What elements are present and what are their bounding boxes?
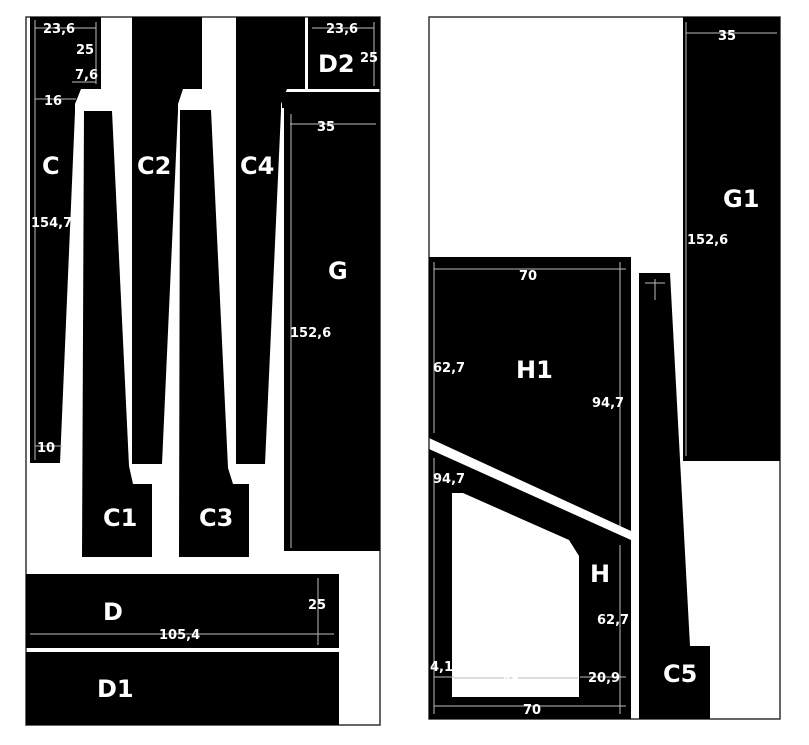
piece-c2[interactable] — [132, 17, 202, 464]
sheet-left: C C1 C2 C3 C4 D2 G D D1 23,6 25 7,6 16 1… — [25, 16, 381, 726]
piece-h-cutout — [452, 493, 579, 697]
piece-d2-base — [282, 92, 380, 108]
piece-c3[interactable] — [179, 110, 249, 557]
piece-c-label: C — [42, 152, 60, 180]
piece-g-label: G — [328, 257, 348, 285]
dim-c-notch: 7,6 — [75, 68, 98, 83]
dim-h-right-height: 62,7 — [597, 613, 629, 628]
dim-h1-right-height: 94,7 — [592, 396, 624, 411]
dimension-lines-right — [433, 22, 777, 714]
piece-g1-label: G1 — [723, 185, 759, 213]
dim-c-top-height: 25 — [76, 43, 94, 58]
piece-c[interactable] — [30, 17, 101, 463]
piece-d1[interactable] — [26, 652, 339, 725]
piece-d2[interactable] — [308, 17, 380, 89]
dim-h-width: 70 — [523, 703, 541, 718]
dim-g-height: 152,6 — [290, 326, 331, 341]
piece-c1-label: C1 — [103, 504, 137, 532]
dim-c-height: 154,7 — [31, 216, 72, 231]
dim-h-left-margin: 4,1 — [430, 660, 453, 675]
dim-h-left-height: 94,7 — [433, 472, 465, 487]
piece-g[interactable] — [284, 108, 380, 551]
dim-d2-height: 25 — [360, 51, 378, 66]
piece-d1-label: D1 — [97, 675, 134, 703]
dim-d-length: 105,4 — [159, 628, 200, 643]
dim-h-inner-width: 45 — [502, 673, 520, 688]
piece-c5-label: C5 — [663, 660, 697, 688]
dim-c-top-width: 23,6 — [43, 22, 75, 37]
dim-h1-width: 70 — [519, 269, 537, 284]
piece-d-label: D — [103, 598, 123, 626]
sheet-right: G1 H1 H C5 35 152,6 70 62,7 94,7 94,7 62… — [428, 16, 781, 720]
dim-g1-width: 35 — [718, 29, 736, 44]
dim-g1-height: 152,6 — [687, 233, 728, 248]
piece-h1-label: H1 — [516, 356, 553, 384]
dim-h-right-margin: 20,9 — [588, 671, 620, 686]
dim-g-width: 35 — [317, 120, 335, 135]
piece-h1[interactable] — [429, 257, 631, 531]
piece-c2-label: C2 — [137, 152, 171, 180]
piece-d2-label: D2 — [318, 50, 355, 78]
piece-c4-label: C4 — [240, 152, 274, 180]
piece-c1[interactable] — [82, 111, 152, 557]
dimension-lines-left — [30, 20, 376, 645]
dim-d2-width: 23,6 — [326, 22, 358, 37]
piece-d[interactable] — [26, 574, 339, 648]
dim-c-mid-width: 16 — [44, 94, 62, 109]
piece-c3-label: C3 — [199, 504, 233, 532]
dim-h1-left-height: 62,7 — [433, 361, 465, 376]
piece-h-label: H — [590, 560, 610, 588]
dim-c-bottom-width: 10 — [37, 441, 55, 456]
dim-d-height: 25 — [308, 598, 326, 613]
piece-g1[interactable] — [683, 17, 780, 461]
piece-c5[interactable] — [639, 273, 710, 719]
piece-c4[interactable] — [236, 17, 305, 464]
